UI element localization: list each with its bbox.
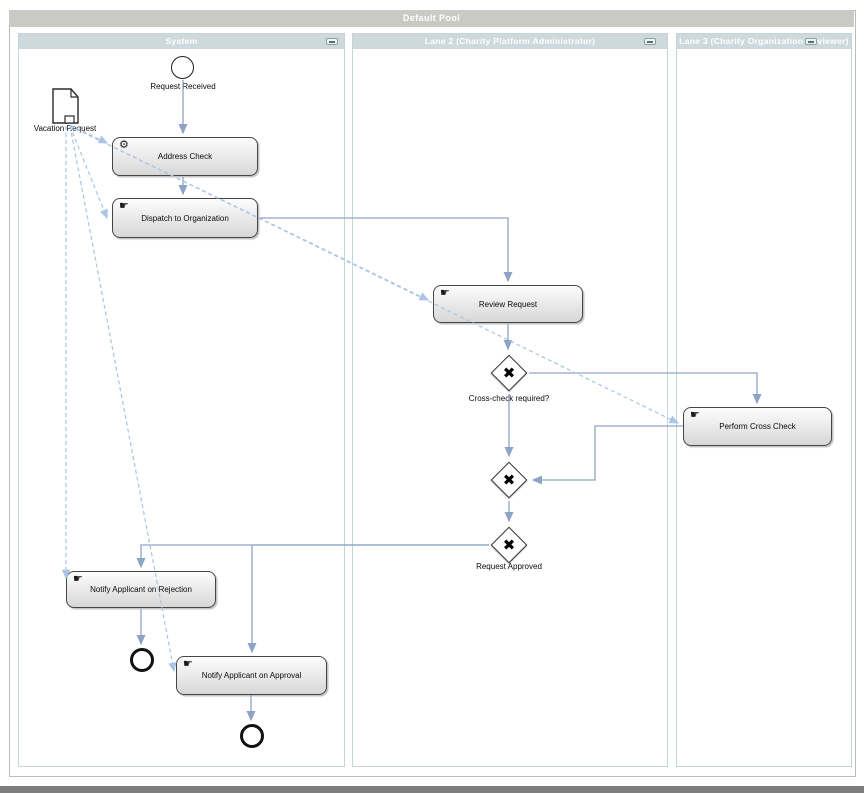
gateway-request-approved[interactable]: ✖ <box>489 525 529 565</box>
lane-3-header[interactable]: Lane 3 (Charity Organization Reviewer) <box>677 34 851 49</box>
task-dispatch-to-organization[interactable]: ☛ Dispatch to Organization <box>112 198 258 238</box>
document-icon <box>52 88 79 124</box>
task-perform-cross-check[interactable]: ☛ Perform Cross Check <box>683 407 832 446</box>
task-notify-applicant-on-rejection[interactable]: ☛ Notify Applicant on Rejection <box>66 571 216 608</box>
hand-icon: ☛ <box>73 573 83 585</box>
lane-3[interactable]: Lane 3 (Charity Organization Reviewer) <box>676 33 852 767</box>
hand-icon: ☛ <box>440 287 450 299</box>
data-object-vacation-request[interactable] <box>52 88 80 130</box>
task-label: Dispatch to Organization <box>141 213 229 223</box>
pool-header[interactable]: Default Pool <box>9 10 854 27</box>
end-event-approval[interactable] <box>240 724 264 748</box>
gateway-cross-check-required[interactable]: ✖ <box>489 353 529 393</box>
exclusive-gateway-x-icon: ✖ <box>502 472 516 489</box>
lane-2-header[interactable]: Lane 2 (Charity Platform Administrator) <box>353 34 667 49</box>
task-label: Review Request <box>478 299 538 309</box>
gateway-label: Cross-check required? <box>468 394 550 403</box>
hand-icon: ☛ <box>690 409 700 421</box>
lane-system-label: System <box>165 36 198 46</box>
task-label: Notify Applicant on Approval <box>201 671 302 680</box>
exclusive-gateway-x-icon: ✖ <box>502 537 516 554</box>
lane-3-label: Lane 3 (Charity Organization Reviewer) <box>679 36 849 46</box>
collapse-lane-icon[interactable] <box>644 38 656 45</box>
gears-icon: ⚙ <box>119 139 129 151</box>
task-label: Perform Cross Check <box>719 422 796 431</box>
pool-title: Default Pool <box>402 13 461 23</box>
lane-system-header[interactable]: System <box>19 34 344 49</box>
task-address-check[interactable]: ⚙ Address Check <box>112 137 258 176</box>
gateway-label: Request Approved <box>476 562 542 571</box>
task-label: Notify Applicant on Rejection <box>90 585 192 594</box>
hand-icon: ☛ <box>183 658 193 670</box>
end-event-rejection[interactable] <box>130 648 154 672</box>
task-notify-applicant-on-approval[interactable]: ☛ Notify Applicant on Approval <box>176 656 327 695</box>
task-label: Address Check <box>157 152 213 161</box>
collapse-lane-icon[interactable] <box>326 38 338 45</box>
collapse-lane-icon[interactable] <box>805 38 817 45</box>
start-event-label: Request Received <box>150 82 216 91</box>
lane-2-label: Lane 2 (Charity Platform Administrator) <box>424 36 596 46</box>
start-event-request-received[interactable] <box>171 56 194 79</box>
task-review-request[interactable]: ☛ Review Request <box>433 285 583 323</box>
hand-icon: ☛ <box>119 200 129 212</box>
data-object-label: Vacation Request <box>33 124 97 133</box>
exclusive-gateway-x-icon: ✖ <box>502 365 516 382</box>
bottom-window-edge <box>0 786 864 793</box>
gateway-merge[interactable]: ✖ <box>489 460 529 500</box>
